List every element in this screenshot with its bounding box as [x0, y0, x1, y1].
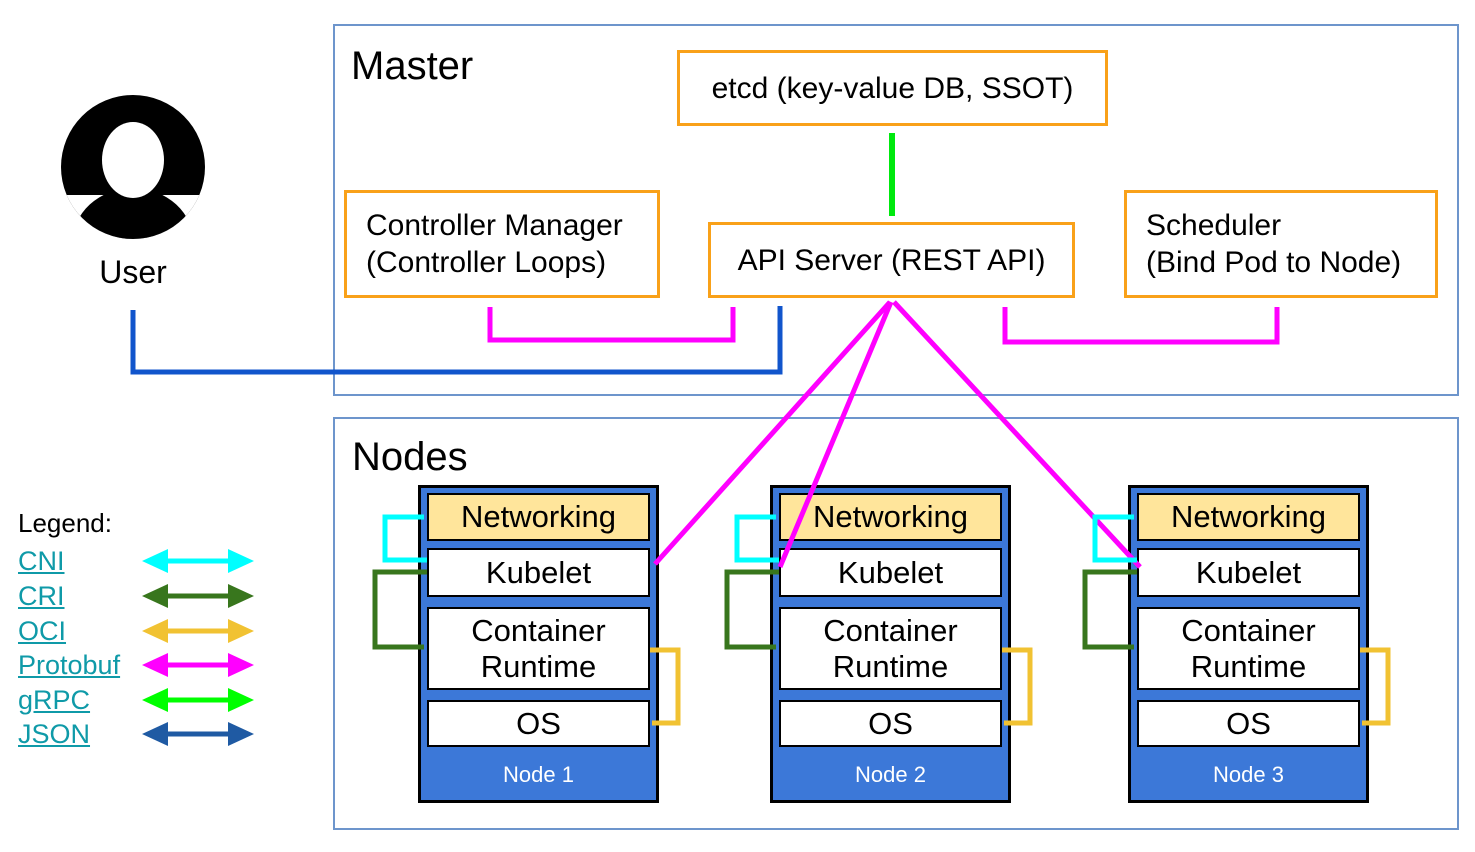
node-1-os-layer: OS — [427, 700, 650, 747]
scheduler-label-line1: Scheduler — [1146, 209, 1282, 242]
node-1-kubelet-layer: Kubelet — [427, 548, 650, 597]
legend-link-cri[interactable]: CRI — [18, 580, 65, 611]
scheduler-label-line2: (Bind Pod to Node) — [1146, 246, 1402, 279]
oci-legend-arrow-icon — [142, 619, 254, 643]
node-1-stack: Networking Kubelet Container Runtime OS … — [418, 485, 659, 803]
node-1-networking-layer: Networking — [427, 493, 650, 541]
cni-legend-arrow-icon — [142, 549, 254, 573]
node-1-container-runtime-layer: Container Runtime — [427, 607, 650, 690]
controller-manager-box: Controller Manager (Controller Loops) — [344, 190, 660, 298]
node-3-os-layer: OS — [1137, 700, 1360, 747]
protobuf-legend-arrow-icon — [142, 653, 254, 677]
json-legend-arrow-icon — [142, 722, 254, 746]
node-3-kubelet-layer: Kubelet — [1137, 548, 1360, 597]
etcd-label: etcd (key-value DB, SSOT) — [711, 71, 1074, 105]
legend-row-cni: CNI — [18, 544, 268, 578]
controller-manager-label-line2: (Controller Loops) — [366, 246, 607, 279]
node-2-container-runtime-layer: Container Runtime — [779, 607, 1002, 690]
node-3-stack: Networking Kubelet Container Runtime OS … — [1128, 485, 1369, 803]
legend-row-cri: CRI — [18, 579, 268, 613]
legend-link-protobuf[interactable]: Protobuf — [18, 649, 121, 680]
grpc-legend-arrow-icon — [142, 688, 254, 712]
node-2-networking-layer: Networking — [779, 493, 1002, 541]
legend-title: Legend: — [18, 508, 112, 538]
legend-link-json[interactable]: JSON — [18, 718, 91, 749]
user-label: User — [99, 254, 167, 290]
node-3-networking-layer: Networking — [1137, 493, 1360, 541]
api-server-label: API Server (REST API) — [737, 243, 1046, 277]
user-avatar-icon — [61, 95, 205, 239]
scheduler-box: Scheduler (Bind Pod to Node) — [1124, 190, 1438, 298]
node-2-name: Node 2 — [855, 762, 926, 787]
legend-row-oci: OCI — [18, 614, 268, 648]
node-3-container-runtime-layer: Container Runtime — [1137, 607, 1360, 690]
node-1-name: Node 1 — [503, 762, 574, 787]
api-server-box: API Server (REST API) — [708, 222, 1075, 298]
master-title: Master — [351, 44, 474, 88]
legend-row-grpc: gRPC — [18, 683, 268, 717]
node-2-kubelet-layer: Kubelet — [779, 548, 1002, 597]
legend-row-json: JSON — [18, 717, 268, 751]
legend-link-cni[interactable]: CNI — [18, 545, 65, 576]
node-2-stack: Networking Kubelet Container Runtime OS … — [770, 485, 1011, 803]
node-2-os-layer: OS — [779, 700, 1002, 747]
legend-link-oci[interactable]: OCI — [18, 615, 67, 646]
node-3-name: Node 3 — [1213, 762, 1284, 787]
etcd-box: etcd (key-value DB, SSOT) — [677, 50, 1108, 126]
legend-row-protobuf: Protobuf — [18, 648, 268, 682]
cri-legend-arrow-icon — [142, 584, 254, 608]
legend-link-grpc[interactable]: gRPC — [18, 684, 91, 715]
controller-manager-label-line1: Controller Manager — [366, 209, 623, 242]
nodes-title: Nodes — [352, 435, 468, 479]
